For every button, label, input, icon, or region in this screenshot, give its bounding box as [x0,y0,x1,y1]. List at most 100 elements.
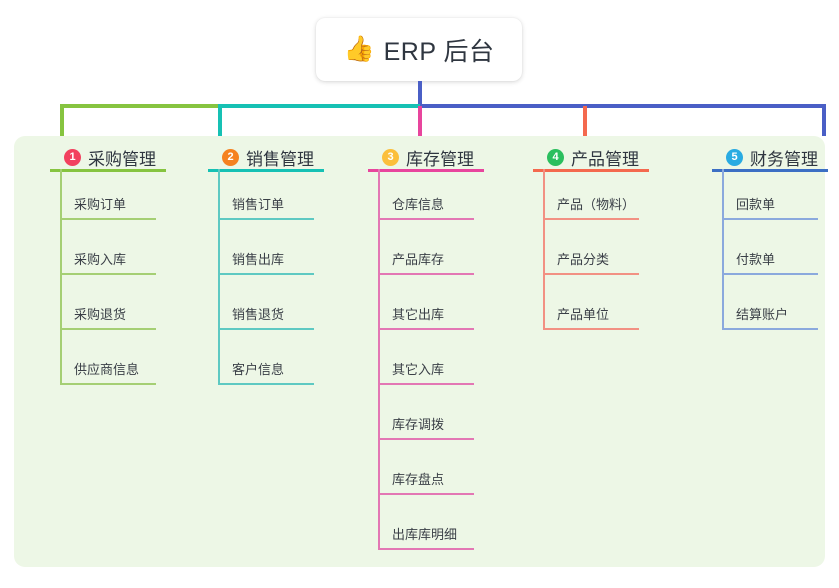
branch-header-rule [368,169,484,172]
connector-drop-5 [822,106,826,136]
branch-spine [543,169,545,328]
branch-item-rule [60,383,156,385]
branch-item-label: 供应商信息 [74,362,140,377]
branch-item-rule [218,383,314,385]
branch-spine [218,169,220,383]
branch-item[interactable]: 采购订单 [60,196,156,220]
connector-drop-2 [218,106,222,136]
branch-header-2[interactable]: 2 销售管理 [196,142,314,172]
branch-number-badge: 4 [547,148,564,166]
branch-item-rule [60,328,156,330]
branch-item-label: 销售出库 [232,252,285,267]
branch-number-badge: 1 [64,148,81,166]
branch-item[interactable]: 产品（物料） [543,196,639,220]
branch-spine [722,169,724,328]
thumbs-up-icon: 👍 [343,35,375,63]
connector-drop-3 [418,106,422,136]
branch-item-rule [378,328,474,330]
root-title: ERP 后台 [383,37,495,66]
branch-header-4[interactable]: 4 产品管理 [521,142,639,172]
branch-item[interactable]: 其它入库 [378,361,474,385]
branch-spine [60,169,62,383]
branch-item-label: 其它入库 [392,362,445,377]
branch-item-rule [378,383,474,385]
branch-item[interactable]: 其它出库 [378,306,474,330]
connector-drop-4 [583,106,587,136]
connector-bus-teal [218,104,420,108]
branch-item-label: 仓库信息 [392,197,445,212]
connector-bus-green [60,104,218,108]
branch-header-rule [712,169,828,172]
branch-item-label: 回款单 [736,197,776,212]
branch-item[interactable]: 结算账户 [722,306,818,330]
branch-item[interactable]: 采购退货 [60,306,156,330]
branch-item[interactable]: 采购入库 [60,251,156,275]
branch-item[interactable]: 库存盘点 [378,471,474,495]
branch-header-3[interactable]: 3 库存管理 [356,142,474,172]
branches-panel: 1 采购管理采购订单采购入库采购退货供应商信息 2 销售管理销售订单销售出库销售退货客… [14,136,828,567]
branch-item-rule [722,273,818,275]
branch-item-label: 产品（物料） [557,197,636,212]
branch-number-badge: 5 [726,148,743,166]
branch-header-5[interactable]: 5 财务管理 [700,142,818,172]
branch-item-label: 结算账户 [736,307,789,322]
branch-item[interactable]: 供应商信息 [60,361,156,385]
branch-item-label: 库存调拨 [392,417,445,432]
connector-bus-blue [420,104,826,108]
branch-item[interactable]: 销售出库 [218,251,314,275]
branch-item-rule [218,273,314,275]
branch-title: 销售管理 [246,149,314,169]
connector-root-stem [418,81,422,107]
branch-item[interactable]: 仓库信息 [378,196,474,220]
branch-item-label: 产品分类 [557,252,610,267]
branch-item-label: 销售订单 [232,197,285,212]
branch-title: 库存管理 [406,149,474,169]
branch-item[interactable]: 产品库存 [378,251,474,275]
branch-title: 财务管理 [750,149,818,169]
branch-item[interactable]: 销售订单 [218,196,314,220]
branch-item[interactable]: 库存调拨 [378,416,474,440]
branch-item-rule [543,273,639,275]
branch-header-1[interactable]: 1 采购管理 [38,142,156,172]
branch-item[interactable]: 产品分类 [543,251,639,275]
branch-item-rule [60,218,156,220]
connector-drop-1 [60,106,64,136]
branch-header-rule [533,169,649,172]
branch-item-rule [378,438,474,440]
branch-item-label: 客户信息 [232,362,285,377]
branch-item-rule [60,273,156,275]
branch-item[interactable]: 产品单位 [543,306,639,330]
branch-number-badge: 3 [382,148,399,166]
branch-number-badge: 2 [222,148,239,166]
branch-item-rule [218,218,314,220]
branch-item-label: 出库库明细 [392,527,458,542]
branch-title: 产品管理 [571,149,639,169]
branch-spine [378,169,380,548]
branch-item[interactable]: 回款单 [722,196,818,220]
branch-item-label: 销售退货 [232,307,285,322]
branch-item-rule [378,548,474,550]
branch-item[interactable]: 客户信息 [218,361,314,385]
branch-item-label: 采购退货 [74,307,127,322]
branch-item[interactable]: 付款单 [722,251,818,275]
branch-item-label: 采购入库 [74,252,127,267]
branch-item-rule [543,328,639,330]
branch-item[interactable]: 销售退货 [218,306,314,330]
branch-item[interactable]: 出库库明细 [378,526,474,550]
branch-item-label: 库存盘点 [392,472,445,487]
branch-item-rule [722,328,818,330]
branch-item-rule [543,218,639,220]
branch-item-rule [218,328,314,330]
root-node[interactable]: 👍 ERP 后台 [316,18,522,81]
branch-item-label: 采购订单 [74,197,127,212]
branch-item-rule [722,218,818,220]
branch-header-rule [50,169,166,172]
branch-title: 采购管理 [88,149,156,169]
branch-item-label: 付款单 [736,252,776,267]
branch-item-label: 产品库存 [392,252,445,267]
branch-item-label: 其它出库 [392,307,445,322]
branch-item-rule [378,273,474,275]
branch-item-label: 产品单位 [557,307,610,322]
branch-item-rule [378,218,474,220]
